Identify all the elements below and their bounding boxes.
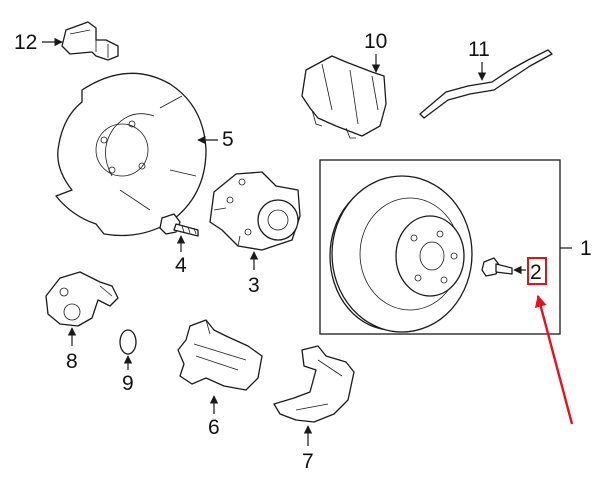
callout-8: 8 bbox=[66, 327, 78, 373]
callout-label-2: 2 bbox=[530, 261, 542, 284]
part-11-spring bbox=[419, 49, 553, 119]
part-3-hub-bearing bbox=[209, 171, 301, 251]
callout-label-9: 9 bbox=[122, 372, 134, 395]
callout-label-4: 4 bbox=[175, 254, 187, 277]
callout-11: 11 bbox=[468, 38, 490, 81]
callout-1: 1 bbox=[560, 237, 592, 260]
callout-5: 5 bbox=[197, 128, 234, 151]
callout-7: 7 bbox=[302, 425, 314, 473]
part-2-screw bbox=[481, 257, 513, 277]
callout-12: 12 bbox=[14, 31, 63, 54]
group-box-1 bbox=[319, 159, 561, 335]
callout-label-7: 7 bbox=[302, 450, 314, 473]
part-5-splash-shield bbox=[55, 72, 207, 237]
callout-label-11: 11 bbox=[468, 38, 490, 61]
callout-label-10: 10 bbox=[364, 30, 387, 53]
callout-6: 6 bbox=[208, 395, 220, 439]
part-1-rotor bbox=[329, 175, 473, 333]
callout-9: 9 bbox=[122, 355, 134, 395]
part-7-bracket bbox=[273, 345, 355, 423]
callout-label-12: 12 bbox=[14, 31, 37, 54]
callout-label-8: 8 bbox=[66, 350, 78, 373]
part-6-caliper bbox=[177, 319, 263, 391]
part-10-brake-pads bbox=[301, 55, 387, 139]
callout-label-5: 5 bbox=[222, 128, 234, 151]
red-pointer-arrow bbox=[534, 294, 574, 425]
part-9-o-ring bbox=[119, 329, 137, 355]
callout-2-highlight-box bbox=[527, 257, 547, 285]
callout-3: 3 bbox=[248, 251, 260, 297]
part-12-sensor bbox=[61, 21, 119, 61]
callout-label-3: 3 bbox=[248, 274, 260, 297]
callout-4: 4 bbox=[175, 235, 187, 277]
callout-label-1: 1 bbox=[580, 237, 592, 260]
callout-10: 10 bbox=[364, 30, 387, 73]
part-4-bolt bbox=[159, 213, 199, 237]
callout-2: 2 bbox=[513, 257, 547, 285]
part-8-actuator bbox=[45, 271, 119, 327]
callout-label-6: 6 bbox=[208, 416, 220, 439]
